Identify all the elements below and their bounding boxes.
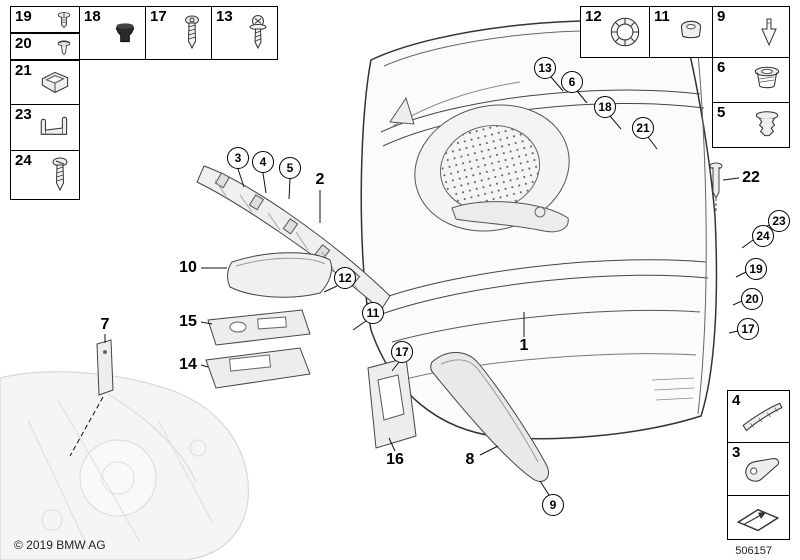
part-number: 9 — [717, 8, 726, 25]
part-box-20: 20 — [10, 33, 80, 60]
document-number: 506157 — [735, 545, 772, 557]
expanding-clip-icon — [57, 40, 71, 55]
part-box-12: 12 — [580, 6, 650, 58]
callout-3: 3 — [227, 147, 249, 169]
callout-4: 4 — [252, 151, 274, 173]
expanding-rivet-icon — [57, 11, 71, 28]
part-number: 3 — [732, 444, 741, 461]
grommet-icon — [115, 23, 135, 43]
part-number: 6 — [717, 59, 726, 76]
expansion-plug-icon — [755, 111, 779, 137]
label-14: 14 — [179, 356, 197, 373]
callout-18: 18 — [594, 96, 616, 118]
direction-arrow-icon — [736, 508, 780, 531]
part-number: 23 — [15, 106, 32, 123]
door-carrier-ghost-illustration — [0, 371, 249, 560]
callout-12: 12 — [334, 267, 356, 289]
label-7: 7 — [100, 316, 110, 333]
part-number: 20 — [15, 35, 32, 52]
part-box-24: 24 — [10, 150, 80, 200]
cap-nut-icon — [680, 20, 702, 39]
callout-17-left: 17 — [391, 341, 413, 363]
label-16: 16 — [386, 451, 404, 468]
part-number: 19 — [15, 8, 32, 25]
switch-trim-part14-illustration — [205, 347, 311, 389]
part-box-17: 17 — [145, 6, 212, 60]
callout-21: 21 — [632, 117, 654, 139]
part-number: 4 — [732, 392, 741, 409]
switch-frame-part16-illustration — [367, 357, 417, 449]
part-box-5: 5 — [712, 102, 790, 148]
part-box-13: 13 — [211, 6, 278, 60]
callout-24: 24 — [752, 225, 774, 247]
screw-icon — [52, 157, 68, 192]
callout-20: 20 — [741, 288, 763, 310]
grommet-sleeve-icon — [754, 66, 780, 89]
washer-screw-icon — [249, 15, 267, 50]
callout-5: 5 — [279, 157, 301, 179]
trim-strip-icon — [742, 402, 783, 431]
part-number: 17 — [150, 8, 167, 25]
part-box-21: 21 — [10, 60, 80, 105]
pull-handle-part8-illustration — [430, 352, 549, 482]
part-box-9: 9 — [712, 6, 790, 58]
clamp-bracket-icon — [40, 116, 68, 135]
tapping-screw-icon — [185, 15, 199, 50]
pin-part22-illustration — [709, 162, 723, 212]
part-box-4: 4 — [727, 390, 790, 443]
callout-17-right: 17 — [737, 318, 759, 340]
callout-6: 6 — [561, 71, 583, 93]
part-number: 24 — [15, 152, 32, 169]
door-trim-panel-illustration — [360, 20, 718, 440]
switch-trim-part15-illustration — [207, 309, 311, 346]
callout-13: 13 — [534, 57, 556, 79]
trim-finisher-part10-illustration — [227, 252, 333, 298]
lock-ring-icon — [610, 17, 640, 47]
leader-lines — [69, 76, 770, 496]
part-box-18: 18 — [79, 6, 146, 60]
callout-23: 23 — [768, 210, 790, 232]
part-number: 18 — [84, 8, 101, 25]
clip-bracket-icon — [41, 71, 69, 93]
callout-19: 19 — [745, 258, 767, 280]
bracket-icon — [745, 458, 780, 482]
label-2: 2 — [315, 171, 325, 188]
part-box-19: 19 — [10, 6, 80, 33]
part-number: 21 — [15, 62, 32, 79]
copyright-text: © 2019 BMW AG — [14, 538, 106, 552]
part-box-6: 6 — [712, 57, 790, 103]
part-box-23: 23 — [10, 104, 80, 151]
part-number: 5 — [717, 104, 726, 121]
label-1: 1 — [519, 337, 529, 354]
label-10: 10 — [179, 259, 197, 276]
part-number: 11 — [654, 8, 670, 25]
callout-11: 11 — [362, 302, 384, 324]
callout-9: 9 — [542, 494, 564, 516]
label-15: 15 — [179, 313, 197, 330]
part-number: 13 — [216, 8, 233, 25]
part-box-3: 3 — [727, 442, 790, 496]
retainer-clip-icon — [761, 18, 777, 47]
label-22: 22 — [742, 169, 760, 186]
direction-symbol-box — [727, 495, 790, 540]
bracket-part7-illustration — [96, 339, 114, 396]
label-8: 8 — [465, 451, 475, 468]
part-box-11: 11 — [649, 6, 713, 58]
part-number: 12 — [585, 8, 602, 25]
